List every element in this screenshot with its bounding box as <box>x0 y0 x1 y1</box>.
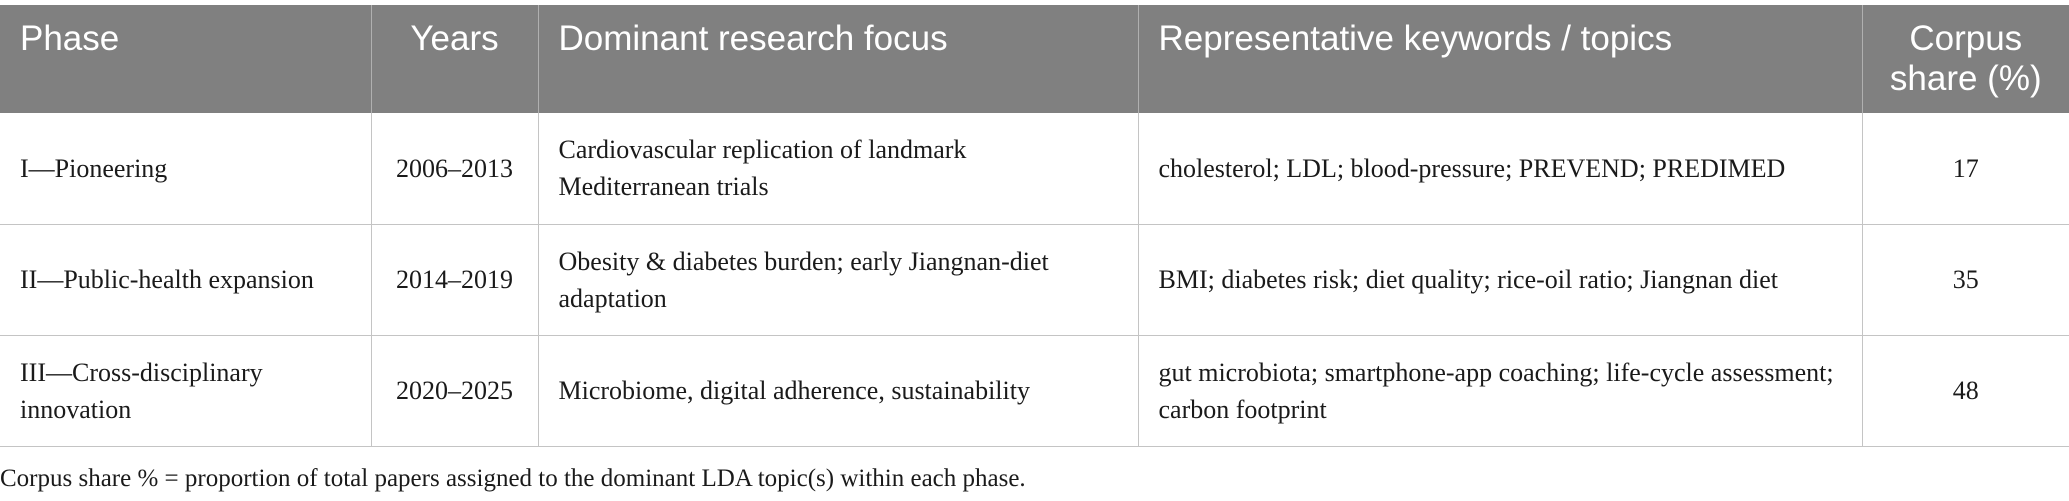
cell-keywords: BMI; diabetes risk; diet quality; rice-o… <box>1137 224 1862 336</box>
table-row: II—Public-health expansion 2014–2019 Obe… <box>0 224 2069 336</box>
cell-share: 48 <box>1861 335 2069 447</box>
header-phase: Phase <box>0 5 371 113</box>
header-corpus-share: Corpus share (%) <box>1861 5 2069 113</box>
header-row: Phase Years Dominant research focus Repr… <box>0 5 2069 113</box>
header-years: Years <box>370 5 538 113</box>
table-body: I—Pioneering 2006–2013 Cardiovascular re… <box>0 113 2069 447</box>
cell-years: 2020–2025 <box>370 335 538 447</box>
cell-focus: Obesity & diabetes burden; early Jiangna… <box>537 224 1138 336</box>
cell-keywords: gut microbiota; smartphone-app coaching;… <box>1137 335 1862 447</box>
table-row: III—Cross-disciplinary innovation 2020–2… <box>0 335 2069 447</box>
header-keywords: Representative keywords / topics <box>1137 5 1862 113</box>
cell-focus: Cardiovascular replication of landmark M… <box>537 113 1138 225</box>
cell-phase: I—Pioneering <box>0 113 371 225</box>
cell-share: 35 <box>1861 224 2069 336</box>
cell-phase: III—Cross-disciplinary innovation <box>0 335 371 447</box>
cell-phase: II—Public-health expansion <box>0 224 371 336</box>
phase-table: Phase Years Dominant research focus Repr… <box>0 5 2069 447</box>
cell-share: 17 <box>1861 113 2069 225</box>
cell-years: 2014–2019 <box>370 224 538 336</box>
table-footnote: Corpus share % = proportion of total pap… <box>0 465 1026 492</box>
table-header: Phase Years Dominant research focus Repr… <box>0 5 2069 113</box>
cell-keywords: cholesterol; LDL; blood-pressure; PREVEN… <box>1137 113 1862 225</box>
cell-focus: Microbiome, digital adherence, sustainab… <box>537 335 1138 447</box>
table-row: I—Pioneering 2006–2013 Cardiovascular re… <box>0 113 2069 225</box>
header-focus: Dominant research focus <box>537 5 1138 113</box>
cell-years: 2006–2013 <box>370 113 538 225</box>
